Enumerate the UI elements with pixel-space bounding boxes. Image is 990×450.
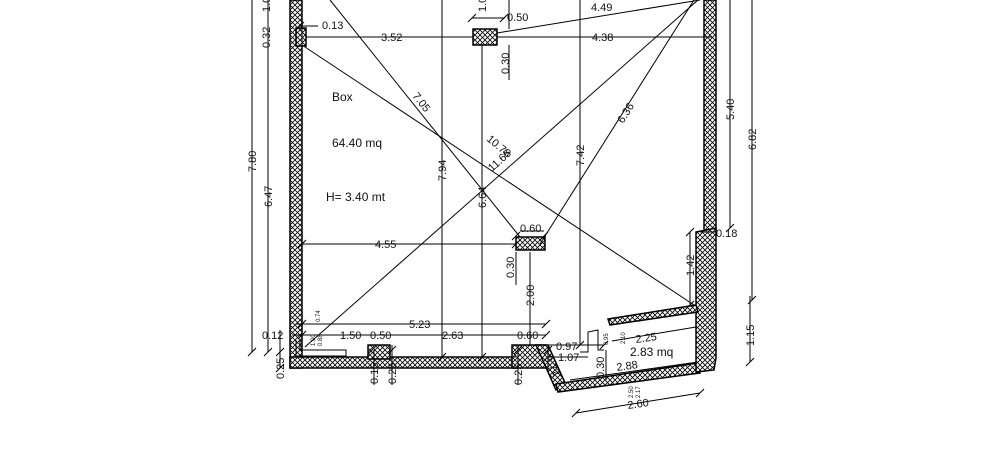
dim-label: 0.25	[513, 364, 525, 385]
small-dim-label: 2.50	[629, 386, 635, 398]
tick-marks	[247, 13, 757, 418]
dim-label: 0.97	[556, 341, 577, 353]
dim-label: 5.40	[725, 99, 737, 120]
dim-label: 2.88	[616, 359, 639, 374]
dim-label: 6.36	[615, 101, 637, 126]
dim-label: 6.47	[263, 186, 275, 207]
bottom-wall-left	[289, 356, 517, 369]
dim-label: 0.50	[370, 330, 391, 342]
dim-label: 2.60	[627, 397, 650, 412]
dim-label: 0.30	[595, 357, 607, 378]
dim-label: 2.25	[635, 331, 658, 346]
dim-label: 0.60	[517, 330, 538, 342]
right-wall-lower	[695, 227, 717, 373]
left-wall-notch	[295, 27, 307, 47]
dim-label: 0.12	[262, 330, 283, 342]
dim-label: 1.50	[340, 330, 361, 342]
dim-label: 1.00	[477, 0, 489, 12]
dim-label: 6.64	[477, 187, 489, 208]
small-dim-label: 2.10	[621, 332, 627, 344]
column-top	[472, 28, 498, 46]
dim-label: 1.00	[261, 0, 273, 12]
left-wall	[289, 0, 303, 369]
bottom-wall-step	[367, 344, 391, 360]
small-room-bottom-wall	[555, 362, 701, 393]
dimension-labels: 1.00 0.32 0.13 3.52 1.00 0.50 4.49 4.38 …	[247, 0, 759, 412]
small-room-area: 2.83 mq	[630, 345, 673, 359]
dim-label: 1.15	[745, 325, 757, 346]
dim-label: 7.05	[410, 90, 433, 114]
dim-label: 0.32	[261, 27, 273, 48]
room-height: H= 3.40 mt	[326, 190, 386, 204]
small-dim-label: 0.95	[604, 333, 610, 345]
walls	[289, 0, 717, 393]
dim-label: 3.52	[381, 32, 402, 44]
small-dim-label: 2.17	[636, 386, 642, 398]
dim-label: 0.15	[369, 363, 381, 384]
room-labels: Box 64.40 mq H= 3.40 mt 2.83 mq	[326, 90, 673, 359]
dim-label: 0.50	[507, 12, 528, 24]
dim-label: 4.49	[591, 2, 612, 14]
small-dim-label: 0.74	[316, 310, 322, 322]
dim-label: 2.63	[442, 330, 463, 342]
horizontal-dims	[292, 17, 716, 414]
dim-label: 0.13	[322, 20, 343, 32]
dim-label: 7.94	[437, 160, 449, 181]
right-wall-upper	[703, 0, 717, 233]
dim-label: 4.55	[375, 239, 396, 251]
dim-label: 7.80	[247, 151, 259, 172]
small-room-top-wall	[607, 304, 699, 326]
dim-label: 0.25	[387, 363, 399, 384]
diagonal-lines	[301, 0, 701, 348]
dim-label: 0.30	[500, 53, 512, 74]
dim-label: 4.38	[592, 32, 613, 44]
dim-label: 5.23	[409, 319, 430, 331]
dim-label: 0.60	[520, 223, 541, 235]
dim-label: 2.00	[525, 285, 537, 306]
small-dim-label: 0.88	[318, 334, 324, 346]
room-name: Box	[332, 90, 353, 104]
small-dim-label: 1.00	[311, 334, 317, 346]
room-area: 64.40 mq	[332, 136, 382, 150]
dim-label: 0.18	[716, 228, 737, 240]
dim-label: 6.82	[747, 129, 759, 150]
dim-label: 7.42	[575, 145, 587, 166]
dim-label: 1.42	[685, 255, 697, 276]
dim-label: 1.07	[558, 352, 579, 364]
vertical-dims	[251, 0, 753, 385]
dim-label: 0.25	[275, 358, 287, 379]
dim-label: 0.30	[505, 257, 517, 278]
